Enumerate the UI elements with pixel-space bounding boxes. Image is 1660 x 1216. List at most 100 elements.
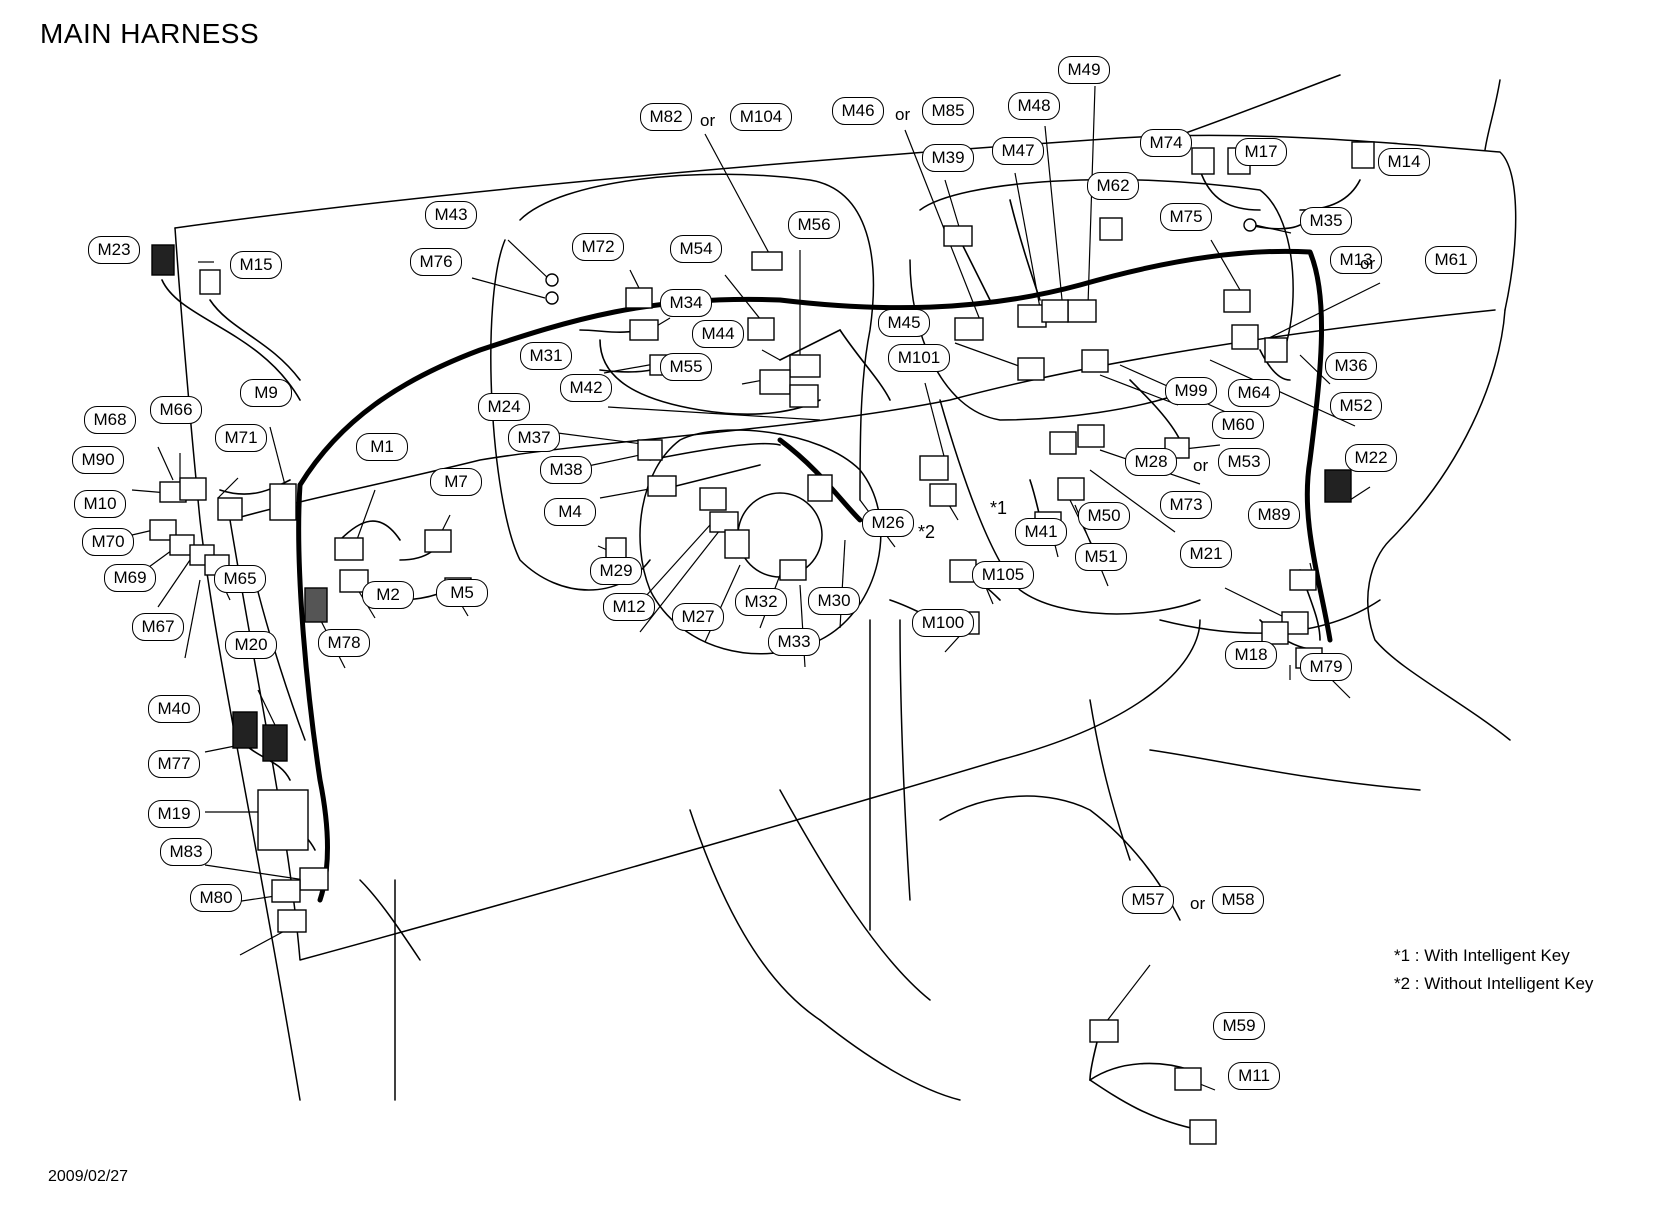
or-word-5: or bbox=[1190, 894, 1206, 913]
connector-label-m76: M76 bbox=[410, 248, 462, 276]
connector-label-m56: M56 bbox=[788, 211, 840, 239]
connector-label-m54: M54 bbox=[670, 235, 722, 263]
connector-label-m50: M50 bbox=[1078, 502, 1130, 530]
connector-M59-shape bbox=[1174, 1067, 1202, 1091]
connector-M12-shape bbox=[709, 511, 739, 533]
connector-label-m32: M32 bbox=[735, 588, 787, 616]
connector-label-m36: M36 bbox=[1325, 352, 1377, 380]
connector-label-m62: M62 bbox=[1087, 172, 1139, 200]
connector-label-m45: M45 bbox=[878, 309, 930, 337]
wire-m64 bbox=[1129, 379, 1181, 441]
connector-label-m82: M82 bbox=[640, 103, 692, 131]
connector-label-m47: M47 bbox=[992, 137, 1044, 165]
connector-M45-shape bbox=[1017, 357, 1045, 381]
dashboard-right-pillar bbox=[1484, 79, 1501, 151]
connector-M39-shape bbox=[943, 225, 973, 247]
center-console bbox=[919, 178, 1294, 361]
connector-label-m44: M44 bbox=[692, 320, 744, 348]
connector-label-m7: M7 bbox=[430, 468, 482, 496]
connector-label-m74: M74 bbox=[1140, 129, 1192, 157]
connector-M46-shape bbox=[954, 317, 984, 341]
connector-M11-shape bbox=[1189, 1119, 1217, 1145]
steering-column bbox=[639, 429, 882, 655]
connector-label-m11: M11 bbox=[1228, 1062, 1280, 1090]
connector-label-m64: M64 bbox=[1228, 379, 1280, 407]
floor-tunnel-right bbox=[779, 789, 931, 1001]
connector-M19-shape bbox=[299, 867, 329, 891]
connector-M57-shape bbox=[1089, 1019, 1119, 1043]
wire-m37 bbox=[649, 442, 781, 461]
connector-label-m79: M79 bbox=[1300, 653, 1352, 681]
left-frame-line bbox=[254, 579, 306, 741]
connector-M62-shape bbox=[1099, 217, 1123, 241]
connector-label-m34: M34 bbox=[660, 289, 712, 317]
or-word-2: or bbox=[895, 105, 911, 124]
legend-mark-1: *1 bbox=[1394, 946, 1411, 965]
floor-line-1 bbox=[819, 1019, 961, 1101]
connector-M20-shape bbox=[262, 724, 288, 762]
connector-label-m33: M33 bbox=[768, 628, 820, 656]
connector-label-m70: M70 bbox=[82, 528, 134, 556]
connector-M13-shape bbox=[1231, 324, 1259, 350]
wire-m14 bbox=[1299, 179, 1361, 211]
connector-M27-shape bbox=[724, 529, 750, 559]
connector-label-m13: M13 bbox=[1330, 246, 1382, 274]
connector-label-m24: M24 bbox=[478, 393, 530, 421]
connector-M71-shape bbox=[217, 497, 243, 521]
connector-label-m105: M105 bbox=[972, 561, 1034, 589]
connector-M36-shape bbox=[1264, 337, 1288, 363]
legend-text-2: : Without Intelligent Key bbox=[1410, 974, 1594, 993]
connector-label-m10: M10 bbox=[74, 490, 126, 518]
connector-M15-shape bbox=[199, 269, 221, 295]
connector-label-m22: M22 bbox=[1345, 444, 1397, 472]
connector-M55-shape bbox=[789, 384, 819, 408]
connector-label-m55: M55 bbox=[660, 353, 712, 381]
connector-M32-shape bbox=[779, 559, 807, 581]
connector-label-m69: M69 bbox=[104, 564, 156, 592]
connector-M56-shape bbox=[789, 354, 821, 378]
connector-label-m23: M23 bbox=[88, 236, 140, 264]
or-word-3: or bbox=[1360, 254, 1376, 273]
connector-label-m31: M31 bbox=[520, 342, 572, 370]
connector-M40-shape bbox=[232, 711, 258, 749]
connector-M7-shape bbox=[424, 529, 452, 553]
connector-label-m43: M43 bbox=[425, 201, 477, 229]
connector-M23-shape bbox=[151, 244, 175, 276]
connector-label-m30: M30 bbox=[808, 587, 860, 615]
connector-label-m26: M26 bbox=[862, 509, 914, 537]
wire-m23 bbox=[161, 279, 301, 401]
legend-row-2: *2 : Without Intelligent Key bbox=[1394, 970, 1593, 998]
wire-m45 bbox=[839, 329, 891, 401]
connector-label-m15: M15 bbox=[230, 251, 282, 279]
connector-label-m104: M104 bbox=[730, 103, 792, 131]
connector-M49-shape bbox=[1067, 299, 1097, 323]
connector-M66-shape bbox=[179, 477, 207, 501]
connector-M64-shape bbox=[1081, 349, 1109, 373]
connector-M34-shape bbox=[629, 319, 659, 341]
connector-M38-shape bbox=[647, 475, 677, 497]
connector-label-m46: M46 bbox=[832, 97, 884, 125]
connector-label-m40: M40 bbox=[148, 695, 200, 723]
connector-M44-shape bbox=[759, 369, 791, 395]
connector-M74-shape bbox=[1191, 147, 1215, 175]
connector-label-m85: M85 bbox=[922, 97, 974, 125]
connector-label-m5: M5 bbox=[436, 579, 488, 607]
connector-M72-shape bbox=[625, 287, 653, 309]
connector-M29-shape bbox=[699, 487, 727, 511]
connector-M82-shape bbox=[751, 251, 783, 271]
connector-label-m49: M49 bbox=[1058, 56, 1110, 84]
connector-label-m12: M12 bbox=[603, 593, 655, 621]
connector-label-m57: M57 bbox=[1122, 886, 1174, 914]
connector-M78-shape bbox=[304, 587, 328, 623]
connector-label-m58: M58 bbox=[1212, 886, 1264, 914]
connector-label-m51: M51 bbox=[1075, 543, 1127, 571]
connector-label-m66: M66 bbox=[150, 396, 202, 424]
wire-m74 bbox=[1199, 169, 1261, 211]
wire-m39 bbox=[959, 239, 991, 301]
connector-label-m71: M71 bbox=[215, 424, 267, 452]
connector-label-m90: M90 bbox=[72, 446, 124, 474]
footer-date: 2009/02/27 bbox=[48, 1168, 129, 1185]
wire-m1 bbox=[339, 520, 401, 541]
connector-label-m52: M52 bbox=[1330, 392, 1382, 420]
connector-M30-shape bbox=[807, 474, 833, 502]
